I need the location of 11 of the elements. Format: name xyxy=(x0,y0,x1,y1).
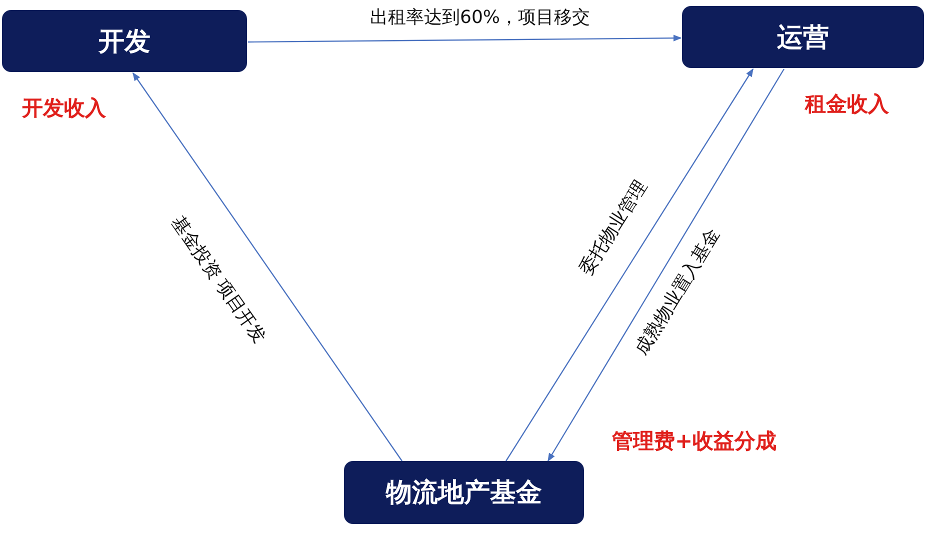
box-label: 运营 xyxy=(777,22,829,54)
box-label: 物流地产基金 xyxy=(386,477,542,510)
arrow xyxy=(506,68,754,462)
edge-label: 基金投资 项目开发 xyxy=(166,211,271,350)
box-label: 开发 xyxy=(98,26,150,58)
arrow xyxy=(248,34,682,43)
income-label: 租金收入 xyxy=(805,91,889,118)
income-label: 管理费+收益分成 xyxy=(612,428,777,455)
arrow xyxy=(132,72,402,462)
income-label: 开发收入 xyxy=(22,95,106,122)
arrow xyxy=(547,68,785,462)
